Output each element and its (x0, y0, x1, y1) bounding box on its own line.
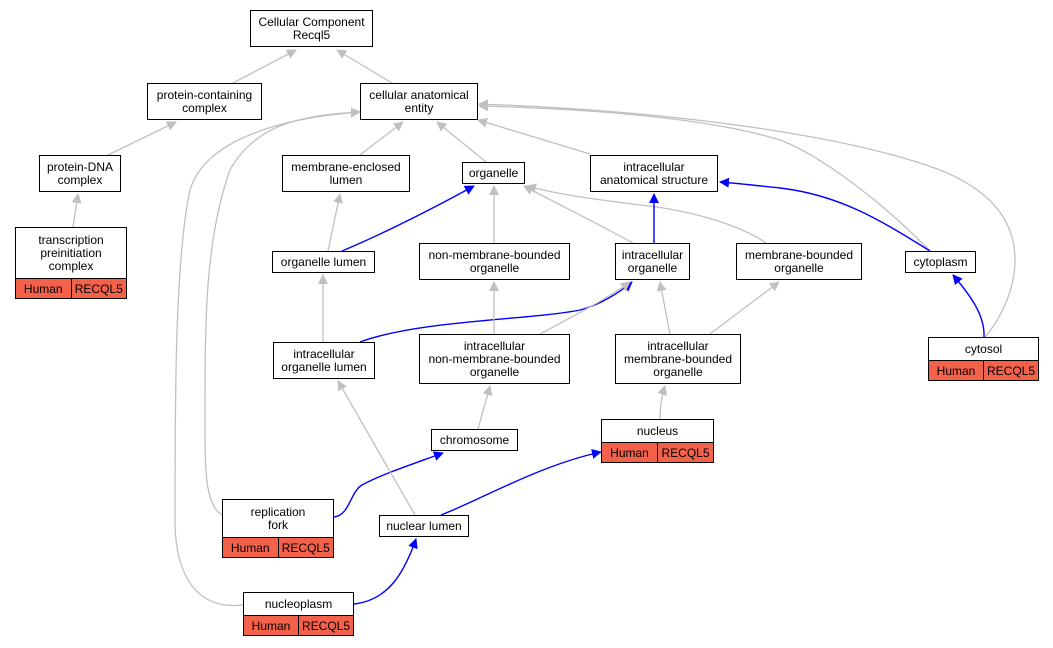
edge-cytosol-cyto (952, 274, 985, 338)
edge-chrom-inmbo (477, 385, 493, 430)
edge-cyto-ias (719, 177, 931, 252)
gene-tag[interactable]: RECQL5 (277, 538, 333, 557)
node-pdna[interactable]: protein-DNA complex (39, 155, 121, 192)
node-label: replication fork (250, 504, 306, 532)
edge-iol-io (359, 281, 633, 343)
node-ias[interactable]: intracellular anatomical structure (590, 155, 718, 192)
species-tag[interactable]: Human (929, 361, 983, 380)
edge-pcc-root (232, 49, 297, 84)
edge-nucleus-imbo (657, 385, 667, 420)
edge-orglumen-mel (327, 193, 344, 252)
node-label: nucleoplasm (264, 596, 333, 611)
edge-nl-nucleus (440, 448, 602, 516)
node-io[interactable]: intracellular organelle (615, 243, 690, 280)
species-tag[interactable]: Human (16, 279, 71, 298)
edge-ias-cae (477, 117, 591, 155)
node-label: nuclear lumen (386, 518, 462, 533)
edge-imbo-mbo (709, 281, 780, 335)
edge-nl-iol (337, 380, 416, 516)
node-label: non-membrane-bounded organelle (428, 247, 561, 275)
gene-tag[interactable]: RECQL5 (983, 361, 1038, 380)
edge-mbo-org (526, 183, 767, 244)
node-cae[interactable]: cellular anatomical entity (360, 83, 478, 120)
node-label: organelle lumen (280, 254, 367, 269)
node-mel[interactable]: membrane-enclosed lumen (282, 155, 410, 192)
node-pcc[interactable]: protein-containing complex (147, 83, 262, 120)
node-label: intracellular organelle (621, 247, 684, 275)
gene-tag[interactable]: RECQL5 (657, 443, 713, 462)
edge-rf-cae (204, 107, 361, 516)
edge-pdna-pcc (107, 121, 177, 156)
species-tag[interactable]: Human (223, 538, 278, 557)
node-label: cellular anatomical entity (369, 87, 469, 115)
node-chrom[interactable]: chromosome (431, 429, 518, 451)
edge-tpc-pdna (71, 193, 82, 228)
node-nl[interactable]: nuclear lumen (379, 515, 469, 537)
edge-io-org (523, 185, 634, 244)
node-label: nucleus (636, 423, 679, 438)
node-cyto[interactable]: cytoplasm (905, 251, 976, 273)
node-root[interactable]: Cellular Component Recql5 (250, 10, 373, 47)
node-label: protein-DNA complex (46, 159, 114, 187)
node-org[interactable]: organelle (462, 162, 525, 184)
edge-mel-cae (359, 121, 404, 156)
edge-cae-root (336, 49, 393, 84)
node-nmbo[interactable]: non-membrane-bounded organelle (419, 243, 570, 280)
node-label: chromosome (439, 432, 510, 447)
node-inmbo[interactable]: intracellular non-membrane-bounded organ… (419, 334, 570, 384)
edge-cyto-cae (478, 101, 931, 252)
gene-tag[interactable]: RECQL5 (298, 616, 353, 635)
node-label: membrane-enclosed lumen (291, 159, 401, 187)
gene-tag[interactable]: RECQL5 (70, 279, 126, 298)
species-tag[interactable]: Human (244, 616, 298, 635)
edge-cytosol-cae (478, 99, 1016, 338)
node-label: membrane-bounded organelle (744, 247, 854, 275)
node-imbo[interactable]: intracellular membrane-bounded organelle (615, 334, 741, 384)
node-label: cytosol (964, 341, 1003, 356)
node-label: protein-containing complex (156, 87, 253, 115)
node-label: intracellular membrane-bounded organelle (623, 338, 733, 379)
node-label: organelle (468, 165, 519, 180)
node-mbo[interactable]: membrane-bounded organelle (736, 243, 862, 280)
node-label: intracellular non-membrane-bounded organ… (428, 338, 561, 379)
edge-org-cae (436, 121, 487, 163)
node-label: cytoplasm (913, 254, 968, 269)
edge-imbo-io (656, 281, 671, 335)
node-label: Cellular Component Recql5 (258, 14, 365, 42)
node-label: intracellular organelle lumen (281, 346, 367, 374)
node-orglumen[interactable]: organelle lumen (272, 251, 375, 273)
edge-np-nl (353, 538, 418, 605)
edge-inmbo-io (539, 281, 631, 335)
edge-orglumen-org (341, 185, 475, 252)
node-label: intracellular anatomical structure (599, 159, 709, 187)
edge-rf-chrom (333, 451, 444, 518)
species-tag[interactable]: Human (602, 443, 657, 462)
node-iol[interactable]: intracellular organelle lumen (273, 342, 375, 379)
edge-np-cae (174, 107, 361, 607)
node-label: transcription preinitiation complex (38, 232, 104, 273)
